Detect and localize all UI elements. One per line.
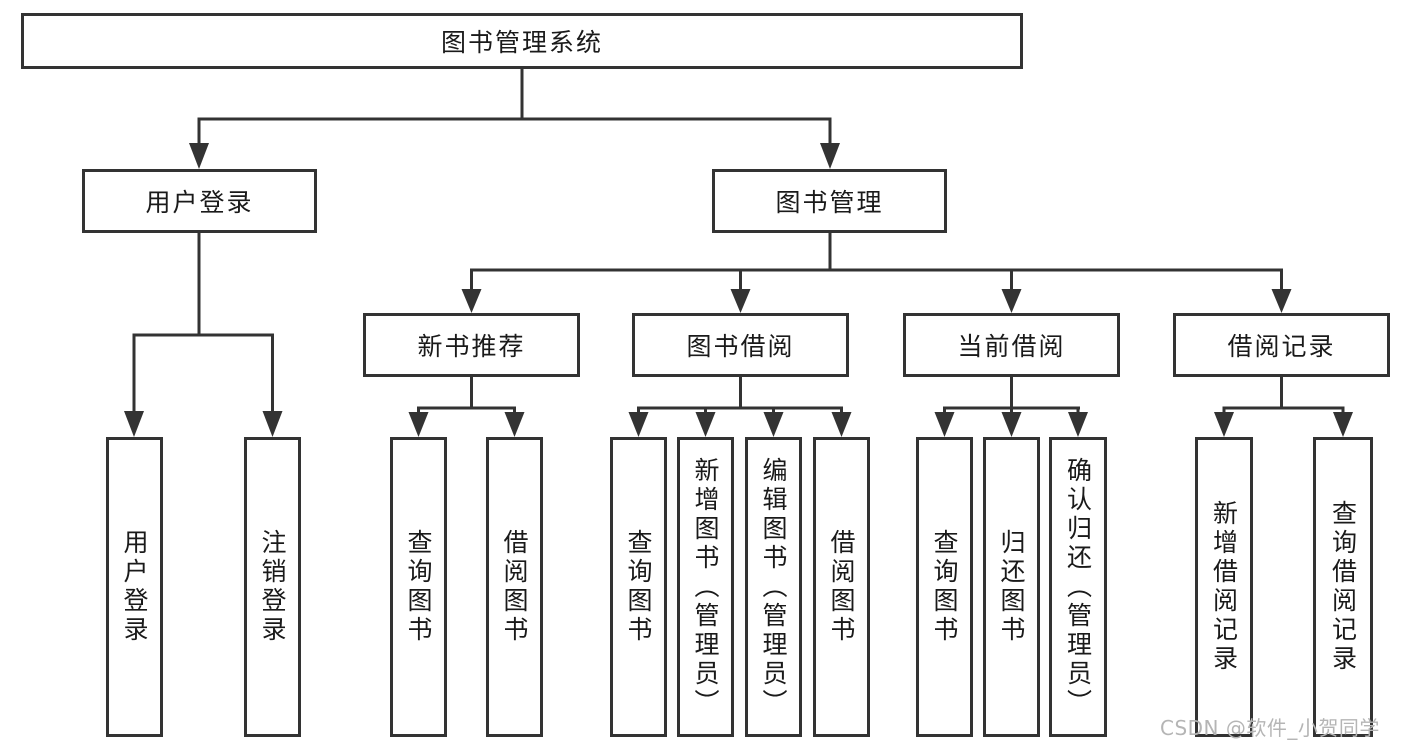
edge-root-to-level2 bbox=[189, 67, 840, 169]
arrowhead-icon bbox=[504, 412, 525, 437]
edge-user-login-children bbox=[124, 233, 283, 437]
node-user-login: 用户登录 bbox=[82, 169, 317, 233]
leaf-borrow-borrow-books: 借阅图书 bbox=[813, 437, 870, 737]
edge-book-management-children bbox=[461, 233, 1292, 313]
leaf-recommend-query-books: 查询图书 bbox=[390, 437, 447, 737]
leaf-current-return-books: 归还图书 bbox=[983, 437, 1040, 737]
node-book-management: 图书管理 bbox=[712, 169, 947, 233]
arrowhead-icon bbox=[820, 143, 840, 169]
edge-book-borrow-children bbox=[628, 377, 852, 437]
node-new-book-recommend: 新书推荐 bbox=[363, 313, 580, 377]
node-current-borrow: 当前借阅 bbox=[903, 313, 1120, 377]
leaf-logout: 注销登录 bbox=[244, 437, 301, 737]
node-root-library-management-system: 图书管理系统 bbox=[21, 13, 1023, 69]
arrowhead-icon bbox=[1001, 289, 1022, 313]
leaf-records-query-borrow-record: 查询借阅记录 bbox=[1313, 437, 1373, 737]
leaf-borrow-query-books: 查询图书 bbox=[610, 437, 667, 737]
arrowhead-icon bbox=[189, 143, 209, 169]
arrowhead-icon bbox=[1068, 412, 1088, 437]
leaf-borrow-edit-book-admin: 编辑图书（管理员） bbox=[745, 437, 802, 737]
leaf-user-login: 用户登录 bbox=[106, 437, 163, 737]
arrowhead-icon bbox=[831, 412, 852, 437]
leaf-recommend-borrow-books: 借阅图书 bbox=[486, 437, 543, 737]
arrowhead-icon bbox=[628, 412, 649, 437]
node-book-borrow: 图书借阅 bbox=[632, 313, 849, 377]
arrowhead-icon bbox=[695, 412, 716, 437]
watermark: CSDN @软件_小贺同学 bbox=[1160, 716, 1380, 740]
leaf-current-query-books: 查询图书 bbox=[916, 437, 973, 737]
arrowhead-icon bbox=[1333, 412, 1353, 437]
arrowhead-icon bbox=[1001, 412, 1022, 437]
arrowhead-icon bbox=[262, 411, 283, 437]
arrowhead-icon bbox=[124, 411, 144, 437]
leaf-records-add-borrow-record: 新增借阅记录 bbox=[1195, 437, 1253, 737]
arrowhead-icon bbox=[730, 289, 751, 313]
edge-current-borrow-children bbox=[934, 377, 1088, 437]
arrowhead-icon bbox=[934, 412, 955, 437]
edge-borrow-records-children bbox=[1214, 377, 1353, 437]
arrowhead-icon bbox=[1271, 289, 1292, 313]
arrowhead-icon bbox=[408, 412, 429, 437]
arrowhead-icon bbox=[461, 289, 482, 313]
arrowhead-icon bbox=[1214, 412, 1234, 437]
edge-new-book-recommend-children bbox=[408, 377, 525, 437]
leaf-borrow-add-book-admin: 新增图书（管理员） bbox=[677, 437, 734, 737]
leaf-current-confirm-return-admin: 确认归还（管理员） bbox=[1049, 437, 1107, 737]
node-borrow-records: 借阅记录 bbox=[1173, 313, 1390, 377]
arrowhead-icon bbox=[763, 412, 784, 437]
